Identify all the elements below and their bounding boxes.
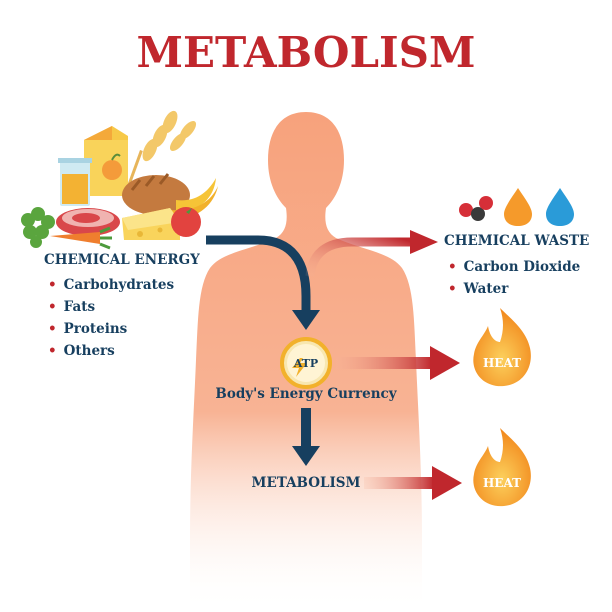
list-item: •Proteins (48, 321, 128, 337)
chemical-waste-list: •Carbon Dioxide •Water (448, 256, 580, 300)
heat-label-bottom: HEAT (483, 476, 521, 490)
bread-icon (122, 173, 190, 215)
food-illustration (21, 110, 218, 250)
waste-output-arrow (305, 230, 438, 277)
chemical-energy-heading: CHEMICAL ENERGY (44, 252, 200, 268)
meat-icon (56, 208, 120, 236)
juice-glass-icon (58, 158, 92, 206)
list-item: •Water (448, 281, 509, 297)
water-drop-blue-icon (546, 188, 574, 226)
heat-label-top: HEAT (483, 356, 521, 370)
list-item: •Others (48, 343, 115, 359)
list-item: •Fats (48, 299, 96, 315)
flame-icon-bottom (473, 428, 531, 507)
carbon-dioxide-molecule-icon (459, 196, 493, 221)
atp-caption: Body's Energy Currency (215, 386, 397, 402)
list-item: •Carbon Dioxide (448, 259, 581, 275)
milk-carton-icon (84, 126, 128, 196)
page-title: METABOLISM (136, 28, 476, 77)
tomato-icon (171, 207, 201, 237)
atp-label: ATP (293, 357, 318, 370)
atp-badge (280, 337, 332, 389)
list-item: •Carbohydrates (48, 277, 175, 293)
metabolism-heat-arrow (364, 466, 462, 500)
chemical-energy-list: •Carbohydrates •Fats •Proteins •Others (48, 274, 174, 362)
broccoli-icon (21, 207, 55, 248)
cheese-icon (122, 208, 180, 240)
water-drop-orange-icon (504, 188, 532, 226)
flame-icon-top (473, 308, 531, 387)
energy-intake-arrow (206, 235, 320, 330)
carrot-icon (50, 226, 112, 250)
metabolism-label: METABOLISM (251, 475, 361, 491)
atp-to-metabolism-arrow (292, 408, 320, 466)
atp-heat-arrow (336, 346, 460, 380)
chemical-waste-heading: CHEMICAL WASTE (444, 233, 590, 249)
wheat-icon (126, 110, 197, 189)
